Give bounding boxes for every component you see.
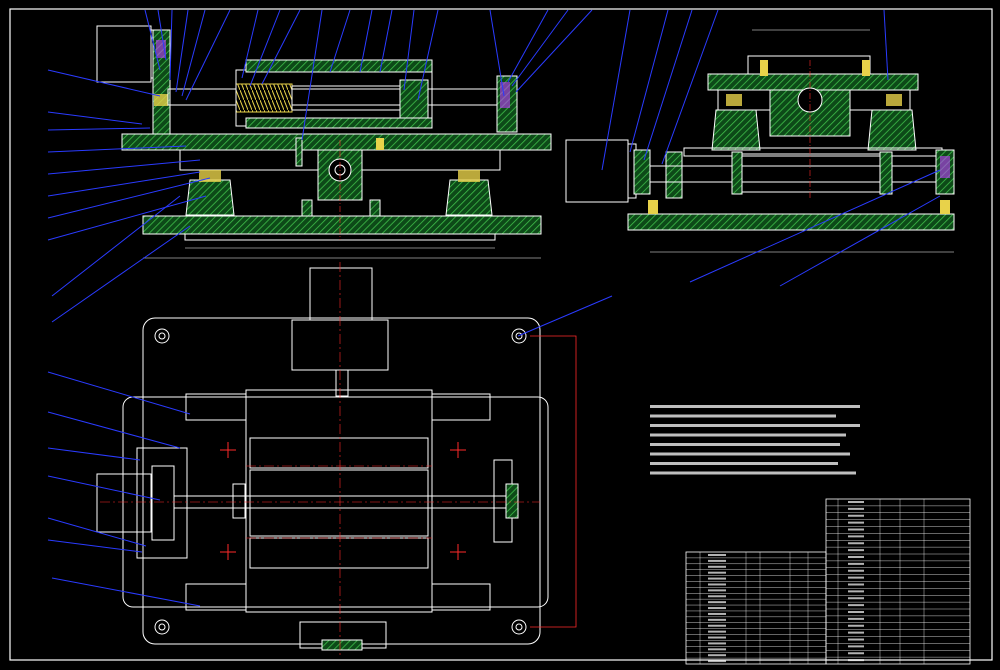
lower-base-plate xyxy=(142,215,542,235)
title-block-cell xyxy=(848,631,864,634)
parts-cell xyxy=(708,571,726,574)
title-block-cell xyxy=(848,645,864,648)
parts-cell xyxy=(708,630,726,633)
title-block-cell xyxy=(848,542,864,545)
parts-cell xyxy=(708,654,726,657)
tech-note-line xyxy=(650,405,860,408)
right-guide-block xyxy=(867,109,917,151)
corner-bolts xyxy=(154,328,527,635)
motor xyxy=(96,25,152,83)
side-lead-screw xyxy=(649,165,941,183)
title-block-cell xyxy=(848,583,864,586)
base-plate-outline xyxy=(142,317,541,645)
drawing-frame xyxy=(9,8,993,661)
tech-note-line xyxy=(650,471,856,475)
tech-note-line xyxy=(650,433,846,437)
title-block-cell xyxy=(848,535,864,538)
lead-screw xyxy=(167,88,503,106)
title-block-cell xyxy=(848,617,864,620)
right-support xyxy=(445,179,493,216)
parts-cell xyxy=(708,612,726,615)
title-block-cell xyxy=(848,597,864,600)
parts-cell xyxy=(708,565,726,568)
title-block-cell xyxy=(848,652,864,655)
parts-cell xyxy=(708,636,726,639)
upper-base-plate xyxy=(121,133,552,151)
title-block-cell xyxy=(848,562,864,565)
parts-cell xyxy=(708,577,726,580)
parts-cell xyxy=(708,583,726,586)
title-block-cell xyxy=(848,590,864,593)
tech-note-line xyxy=(650,424,860,427)
tech-note-line xyxy=(650,443,840,446)
parts-cell xyxy=(708,559,726,562)
title-block-cell xyxy=(848,521,864,524)
parts-cell xyxy=(708,648,726,651)
top-carriage xyxy=(245,389,433,613)
left-support xyxy=(185,179,235,216)
tech-note-line xyxy=(650,462,838,465)
parts-cell xyxy=(708,607,726,610)
parts-cell xyxy=(708,624,726,627)
parts-list-table xyxy=(685,551,827,665)
title-block-cell xyxy=(848,611,864,613)
title-block-cell xyxy=(848,638,864,641)
parts-cell xyxy=(708,660,726,663)
tech-note-line xyxy=(650,452,850,456)
parts-cell xyxy=(708,595,726,598)
front-view xyxy=(96,25,552,259)
left-guide-block xyxy=(711,109,761,151)
top-table xyxy=(707,73,919,91)
title-block-cell xyxy=(848,624,864,627)
title-block-cell xyxy=(848,514,864,517)
title-block-cell xyxy=(848,569,864,572)
parts-cell xyxy=(708,589,726,592)
title-block-cell xyxy=(848,507,864,510)
title-block-cell xyxy=(848,528,864,531)
title-block-cell xyxy=(848,549,864,552)
title-block xyxy=(825,498,971,665)
title-block-cell xyxy=(848,501,864,503)
title-block-cell xyxy=(848,576,864,579)
side-view xyxy=(565,29,955,253)
parts-cell xyxy=(708,554,726,556)
parts-cell xyxy=(708,601,726,604)
parts-cell xyxy=(708,642,726,645)
part-leaders xyxy=(47,9,941,607)
top-view xyxy=(96,262,577,655)
title-block-cell xyxy=(848,604,864,607)
technical-notes xyxy=(650,405,860,475)
title-block-cell xyxy=(848,659,864,662)
title-block-cell xyxy=(848,556,864,558)
top-motor xyxy=(309,267,373,321)
tech-note-line xyxy=(650,414,836,418)
tech-notes-list xyxy=(650,405,860,475)
side-motor xyxy=(565,139,629,203)
left-motor xyxy=(96,473,152,533)
parts-cell xyxy=(708,618,726,621)
side-lower-base xyxy=(627,213,955,231)
